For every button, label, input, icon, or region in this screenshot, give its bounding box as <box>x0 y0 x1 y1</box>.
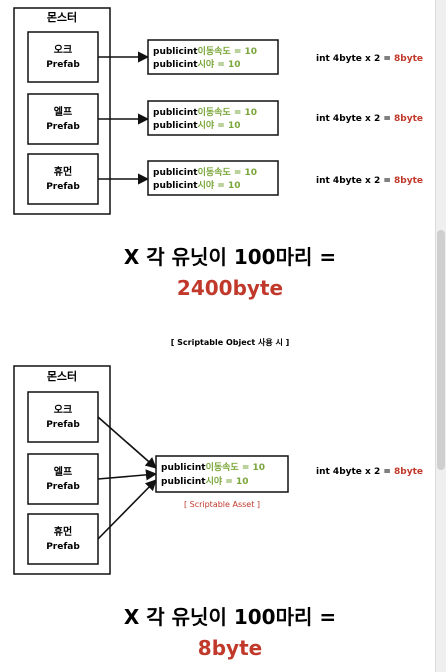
field-name: 시야 = 10 <box>198 119 241 131</box>
field-line-1: publicint이동속도 = 10 <box>153 106 257 118</box>
arrow <box>97 479 157 540</box>
memory-note-prefix: int 4byte x 2 = <box>316 467 394 477</box>
memory-note-value: 8byte <box>394 467 423 477</box>
prefab-name: 오크 <box>54 44 72 56</box>
memory-note-prefix: int 4byte x 2 = <box>316 176 394 186</box>
memory-note-prefix: int 4byte x 2 = <box>316 114 394 124</box>
field-name: 시야 = 10 <box>206 475 249 487</box>
field-name: 이동속도 = 10 <box>198 166 257 178</box>
summary-total: 2400byte <box>177 276 283 300</box>
monster-container <box>13 7 111 215</box>
prefab-box <box>27 31 99 83</box>
shared-data-box: publicint이동속도 = 10 publicint시야 = 10 <box>155 455 289 493</box>
prefab-box <box>27 391 99 443</box>
data-box <box>147 100 279 136</box>
data-box <box>147 160 279 196</box>
arrow <box>97 416 157 469</box>
monster-label: 몬스터 <box>47 369 77 383</box>
field-line-2: publicint시야 = 10 <box>153 179 241 191</box>
prefab-name: 휴먼 <box>54 165 72 178</box>
prefab-human: 휴먼 Prefab <box>27 513 99 565</box>
asset-label: [ Scriptable Asset ] <box>184 500 260 509</box>
section-caption: [ Scriptable Object 사용 시 ] <box>171 337 290 347</box>
arrow <box>97 469 158 481</box>
prefab-sub: Prefab <box>46 122 80 132</box>
field-type: publicint <box>153 60 198 70</box>
scrollbar-thumb[interactable] <box>437 230 445 470</box>
prefab-sub: Prefab <box>46 60 80 70</box>
data-box-human: publicint이동속도 = 10 publicint시야 = 10 <box>147 160 279 196</box>
field-line-1: publicint이동속도 = 10 <box>153 45 257 57</box>
prefab-sub: Prefab <box>46 542 80 552</box>
field-type: publicint <box>153 181 198 191</box>
memory-note: int 4byte x 2 = 8byte <box>316 176 423 186</box>
memory-note-value: 8byte <box>394 54 423 64</box>
section-without-scriptable-object: 몬스터 오크 Prefab 엘프 Prefab 휴먼 Prefab public… <box>13 7 423 300</box>
field-line-2: publicint시야 = 10 <box>153 58 241 70</box>
memory-note: int 4byte x 2 = 8byte <box>316 114 423 124</box>
monster-container <box>13 365 111 575</box>
field-line-2: publicint시야 = 10 <box>153 119 241 131</box>
prefab-sub: Prefab <box>46 420 80 430</box>
summary-headline: X 각 유닛이 100마리 = <box>124 605 336 629</box>
field-name: 이동속도 = 10 <box>198 45 257 57</box>
prefab-orc: 오크 Prefab <box>27 391 99 443</box>
prefab-box <box>27 513 99 565</box>
field-type: publicint <box>161 477 206 487</box>
data-box-elf: publicint이동속도 = 10 publicint시야 = 10 <box>147 100 279 136</box>
field-name: 이동속도 = 10 <box>206 461 265 473</box>
field-type: publicint <box>153 168 198 178</box>
prefab-elf: 엘프 Prefab <box>27 453 99 505</box>
field-line-2: publicint시야 = 10 <box>161 475 249 487</box>
prefab-orc: 오크 Prefab <box>27 31 99 83</box>
summary-headline: X 각 유닛이 100마리 = <box>124 245 336 269</box>
memory-note: int 4byte x 2 = 8byte <box>316 54 423 64</box>
field-line-1: publicint이동속도 = 10 <box>161 461 265 473</box>
memory-note-value: 8byte <box>394 114 423 124</box>
vertical-scrollbar[interactable] <box>435 0 446 672</box>
prefab-name: 휴먼 <box>54 525 72 538</box>
prefab-sub: Prefab <box>46 482 80 492</box>
prefab-name: 오크 <box>54 404 72 416</box>
field-type: publicint <box>161 463 206 473</box>
prefab-box <box>27 153 99 205</box>
field-name: 이동속도 = 10 <box>198 106 257 118</box>
monster-label: 몬스터 <box>47 10 77 24</box>
summary-total: 8byte <box>198 636 262 660</box>
prefab-human: 휴먼 Prefab <box>27 153 99 205</box>
field-line-1: publicint이동속도 = 10 <box>153 166 257 178</box>
field-type: publicint <box>153 108 198 118</box>
memory-note-prefix: int 4byte x 2 = <box>316 54 394 64</box>
prefab-sub: Prefab <box>46 182 80 192</box>
data-box-orc: publicint이동속도 = 10 publicint시야 = 10 <box>147 39 279 75</box>
prefab-name: 엘프 <box>54 105 72 118</box>
memory-note-value: 8byte <box>394 176 423 186</box>
data-box <box>147 39 279 75</box>
field-type: publicint <box>153 121 198 131</box>
prefab-elf: 엘프 Prefab <box>27 93 99 145</box>
prefab-box <box>27 93 99 145</box>
field-name: 시야 = 10 <box>198 179 241 191</box>
data-box <box>155 455 289 493</box>
field-name: 시야 = 10 <box>198 58 241 70</box>
prefab-box <box>27 453 99 505</box>
section-with-scriptable-object: [ Scriptable Object 사용 시 ] 몬스터 오크 Prefab… <box>13 337 423 660</box>
prefab-name: 엘프 <box>54 465 72 478</box>
memory-note: int 4byte x 2 = 8byte <box>316 467 423 477</box>
field-type: publicint <box>153 47 198 57</box>
